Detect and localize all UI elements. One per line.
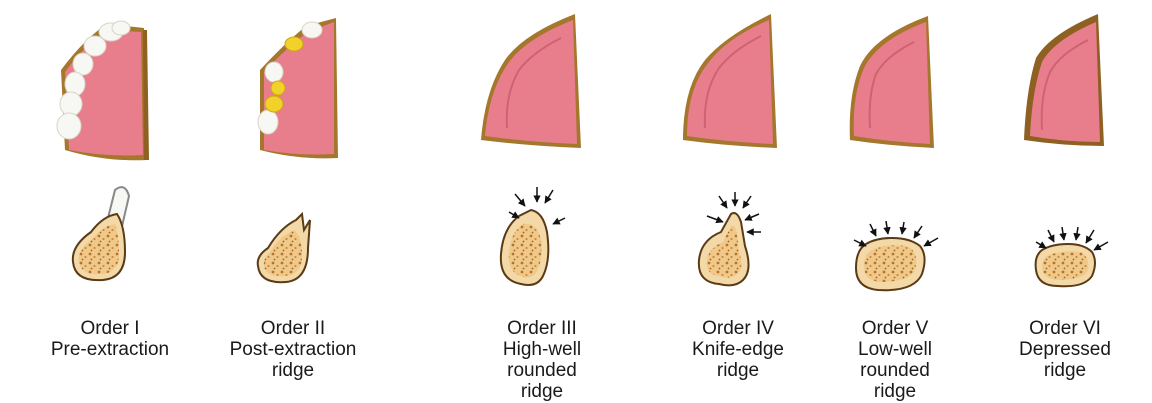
edentulous-jaw-illustration [850, 16, 934, 148]
low-well-ridge-illustration [854, 221, 938, 290]
stage-order-4: Order IV Knife-edge ridge [653, 0, 823, 403]
edentulous-jaw-illustration [1024, 14, 1104, 146]
depressed-ridge-illustration [1036, 227, 1108, 286]
stage-order-6: Order VI Depressed ridge [980, 0, 1150, 403]
stage-order-2: Order II Post-extraction ridge [208, 0, 378, 403]
stage-5-description-line-3: ridge [810, 381, 980, 402]
stage-6-description-line-2: ridge [980, 360, 1150, 381]
stage-order-1: Order I Pre-extraction [25, 0, 195, 403]
stage-5-order-label: Order V [810, 318, 980, 339]
stage-order-5: Order V Low-well rounded ridge [810, 0, 980, 403]
stage-3-caption: Order III High-well rounded ridge [457, 318, 627, 402]
stage-5-description-line-1: Low-well [810, 339, 980, 360]
stage-5-caption: Order V Low-well rounded ridge [810, 318, 980, 402]
stage-2-caption: Order II Post-extraction ridge [208, 318, 378, 381]
stage-1-description-line-1: Pre-extraction [25, 339, 195, 360]
stage-3-order-label: Order III [457, 318, 627, 339]
stage-1-caption: Order I Pre-extraction [25, 318, 195, 360]
stage-3-description-line-1: High-well [457, 339, 627, 360]
knife-edge-ridge-illustration [699, 192, 761, 285]
stage-1-order-label: Order I [25, 318, 195, 339]
stage-2-order-label: Order II [208, 318, 378, 339]
socket-with-tooth-illustration [73, 187, 129, 280]
stage-4-description-line-1: Knife-edge [653, 339, 823, 360]
stage-6-order-label: Order VI [980, 318, 1150, 339]
stage-4-caption: Order IV Knife-edge ridge [653, 318, 823, 381]
jaw-with-fillings-illustration [258, 18, 338, 158]
empty-socket-illustration [258, 214, 310, 282]
stage-4-order-label: Order IV [653, 318, 823, 339]
edentulous-jaw-illustration [683, 14, 777, 148]
high-well-ridge-illustration [501, 187, 565, 285]
stage-2-description-line-1: Post-extraction [208, 339, 378, 360]
stage-3-description-line-2: rounded [457, 360, 627, 381]
stage-3-description-line-3: ridge [457, 381, 627, 402]
stage-4-description-line-2: ridge [653, 360, 823, 381]
stage-6-caption: Order VI Depressed ridge [980, 318, 1150, 381]
jaw-with-teeth-illustration [57, 21, 149, 160]
stage-5-description-line-2: rounded [810, 360, 980, 381]
stage-2-description-line-2: ridge [208, 360, 378, 381]
stage-6-description-line-1: Depressed [980, 339, 1150, 360]
stage-order-3: Order III High-well rounded ridge [457, 0, 627, 403]
edentulous-jaw-illustration [481, 14, 581, 148]
